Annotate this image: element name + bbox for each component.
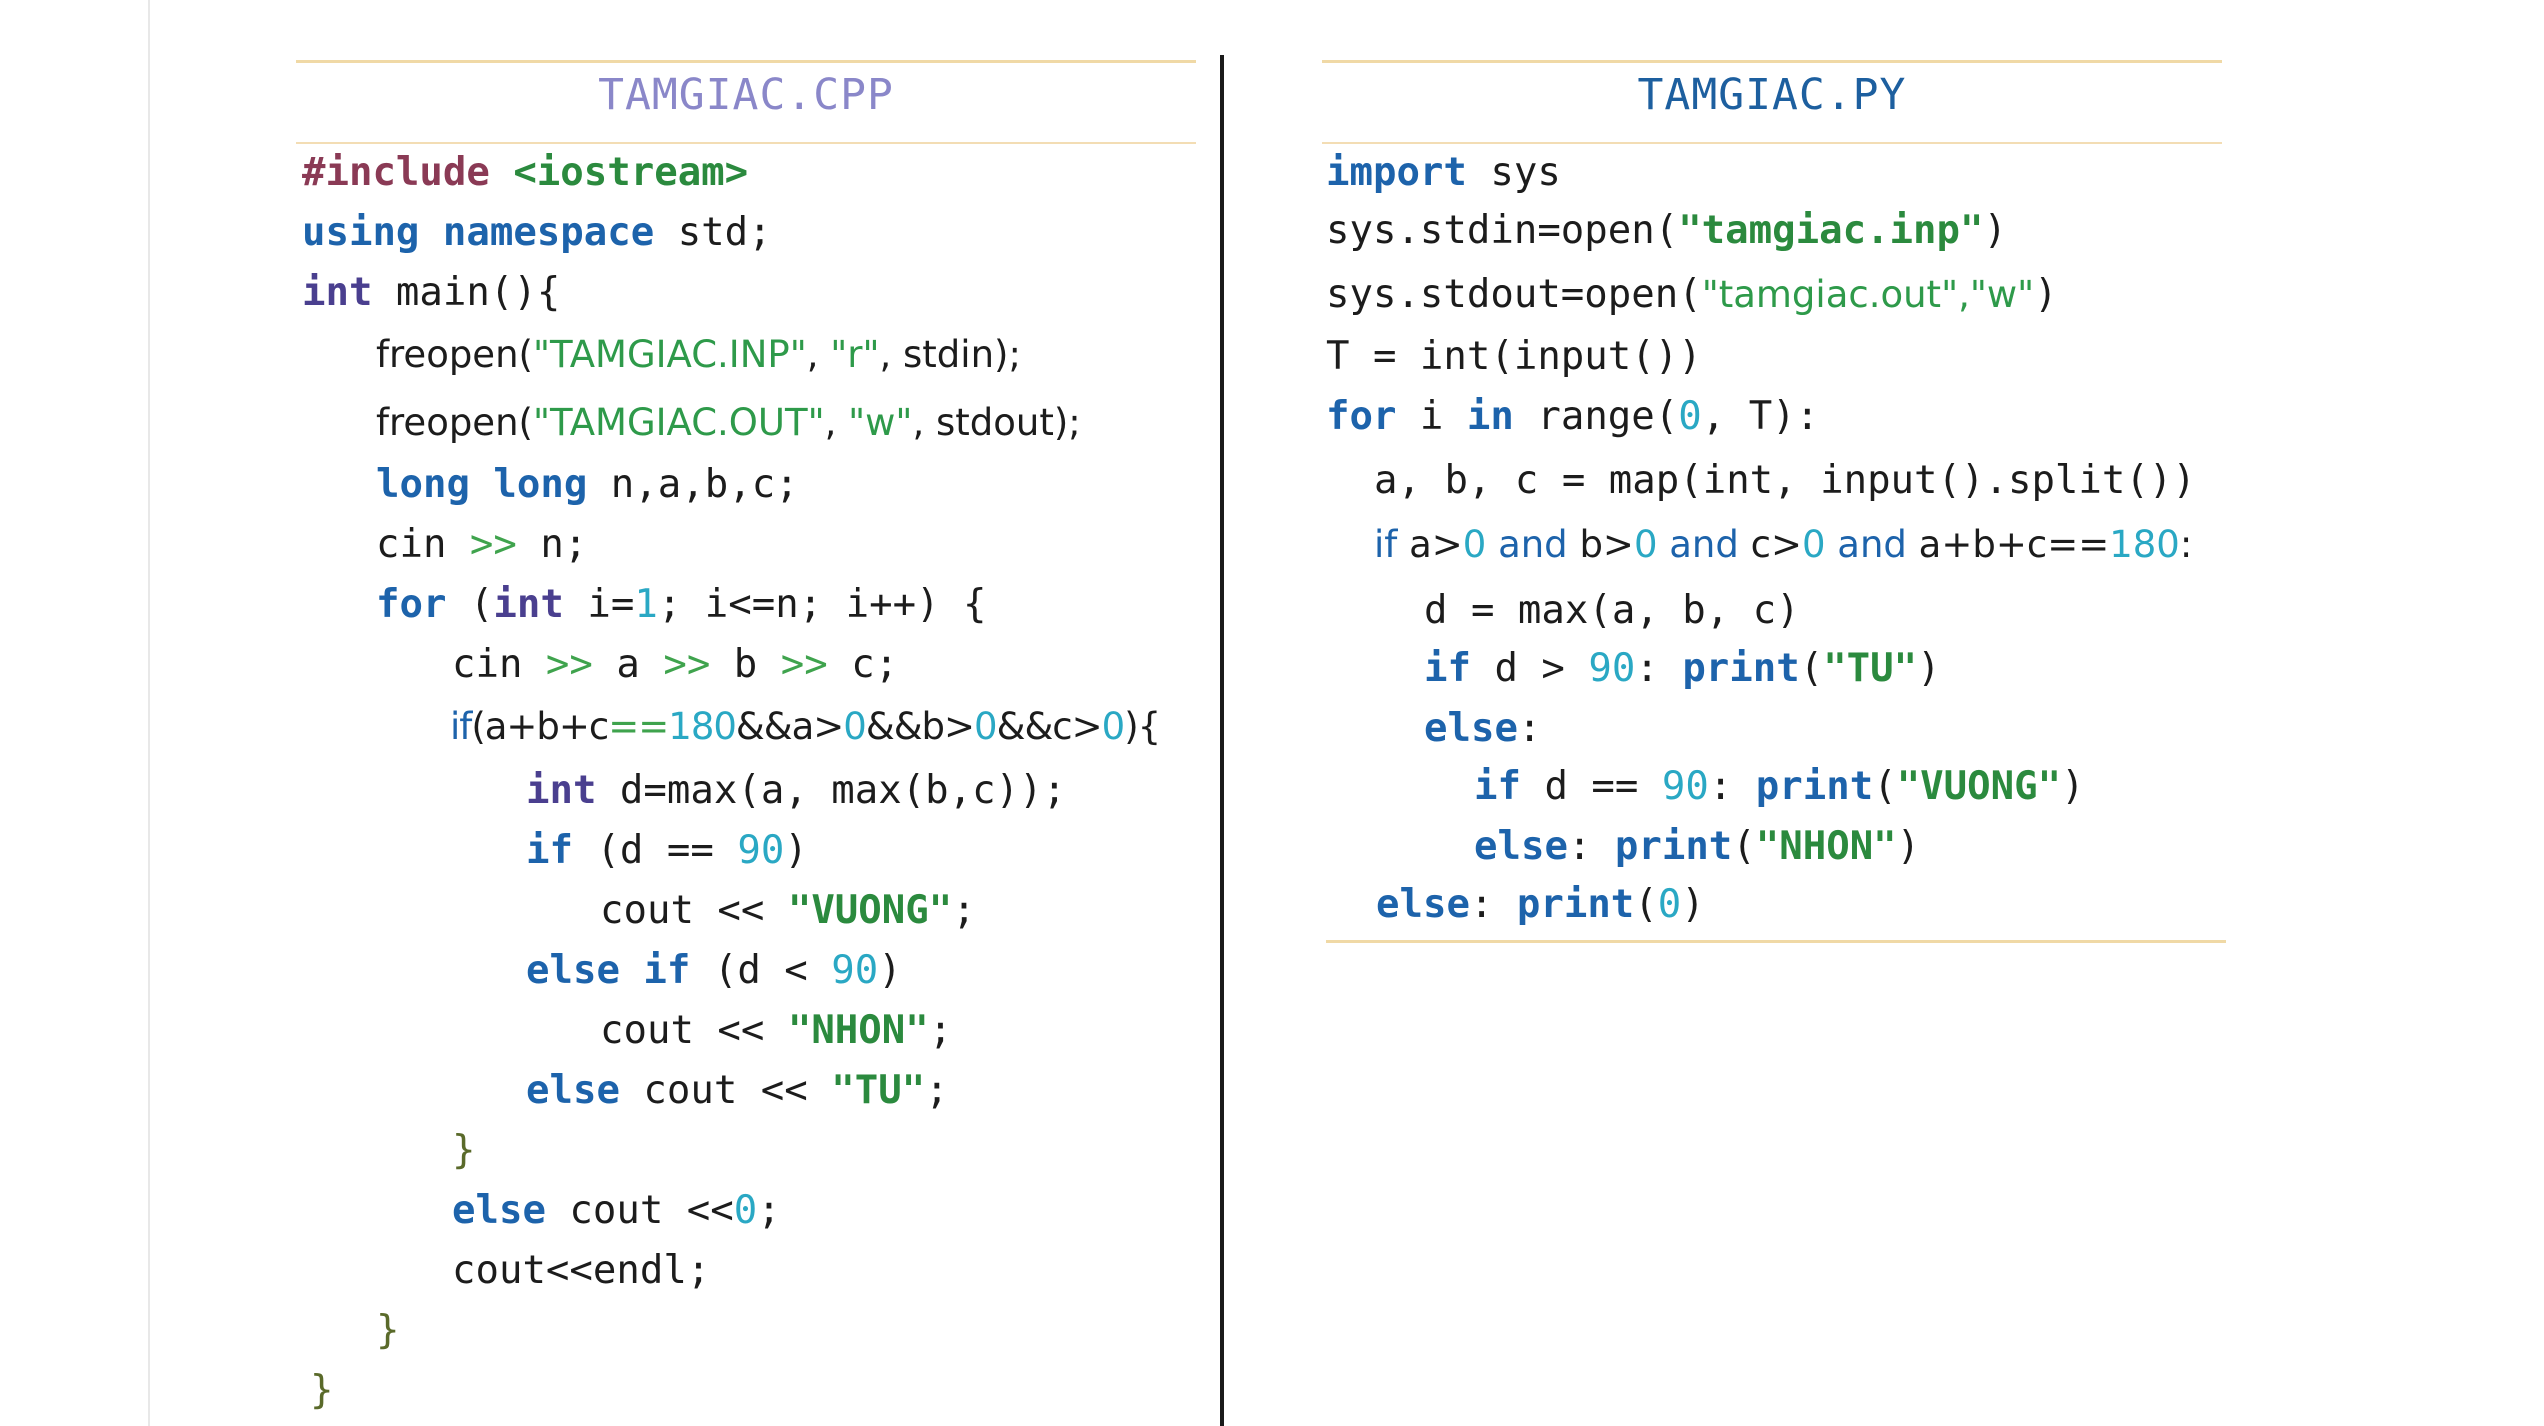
code-line: else: xyxy=(1424,706,1542,751)
code-line: if (d == 90) xyxy=(526,828,808,873)
column-divider xyxy=(1220,55,1224,1426)
code-line: a, b, c = map(int, input().split()) xyxy=(1374,458,2196,503)
py-top-rule xyxy=(1322,60,2222,63)
code-line: for i in range(0, T): xyxy=(1326,394,1820,439)
cpp-top-rule xyxy=(296,60,1196,63)
code-line: using namespace std; xyxy=(302,210,772,255)
code-line: else if (d < 90) xyxy=(526,948,902,993)
py-code-panel: TAMGIAC.PY import sys sys.stdin=open("ta… xyxy=(1322,0,2226,1426)
py-bottom-rule xyxy=(1326,940,2226,943)
code-line: cout << "NHON"; xyxy=(600,1008,953,1053)
code-line: cout << "VUONG"; xyxy=(600,888,976,933)
code-line: long long n,a,b,c; xyxy=(376,462,799,507)
cpp-code-panel: TAMGIAC.CPP #include <iostream> using na… xyxy=(296,0,1196,1426)
code-line: freopen("TAMGIAC.INP", "r", stdin); xyxy=(376,333,1021,376)
code-line: sys.stdout=open("tamgiac.out","w") xyxy=(1326,272,2058,317)
code-line: int d=max(a, max(b,c)); xyxy=(526,768,1067,813)
code-line: d = max(a, b, c) xyxy=(1424,588,1800,633)
code-line: for (int i=1; i<=n; i++) { xyxy=(376,582,987,627)
code-line: cout<<endl; xyxy=(452,1248,711,1293)
code-line: if d == 90: print("VUONG") xyxy=(1474,764,2085,809)
code-line: if(a+b+c==180&&a>0&&b>0&&c>0){ xyxy=(450,705,1161,748)
code-line: } xyxy=(310,1368,334,1413)
code-line: else: print("NHON") xyxy=(1474,824,1921,869)
code-line: if d > 90: print("TU") xyxy=(1424,646,1941,691)
code-line: freopen("TAMGIAC.OUT", "w", stdout); xyxy=(376,401,1081,444)
code-line: import sys xyxy=(1326,150,1561,195)
cpp-file-title: TAMGIAC.CPP xyxy=(598,70,894,120)
code-line: cin >> n; xyxy=(376,522,588,567)
code-line: T = int(input()) xyxy=(1326,334,1702,379)
code-line: int main(){ xyxy=(302,270,561,315)
code-line: sys.stdin=open("tamgiac.inp") xyxy=(1326,208,2007,253)
code-line: if a>0 and b>0 and c>0 and a+b+c==180: xyxy=(1374,523,2193,566)
cpp-title-rule xyxy=(296,142,1196,144)
code-line: else cout <<0; xyxy=(452,1188,781,1233)
code-line: else: print(0) xyxy=(1376,882,1705,927)
py-file-title: TAMGIAC.PY xyxy=(1637,70,1907,120)
code-line: cin >> a >> b >> c; xyxy=(452,642,899,687)
page-margin-line xyxy=(148,0,150,1426)
code-line: #include <iostream> xyxy=(302,150,749,195)
py-title-rule xyxy=(1322,142,2222,144)
code-line: else cout << "TU"; xyxy=(526,1068,949,1113)
code-line: } xyxy=(452,1128,476,1173)
code-line: } xyxy=(376,1308,400,1353)
